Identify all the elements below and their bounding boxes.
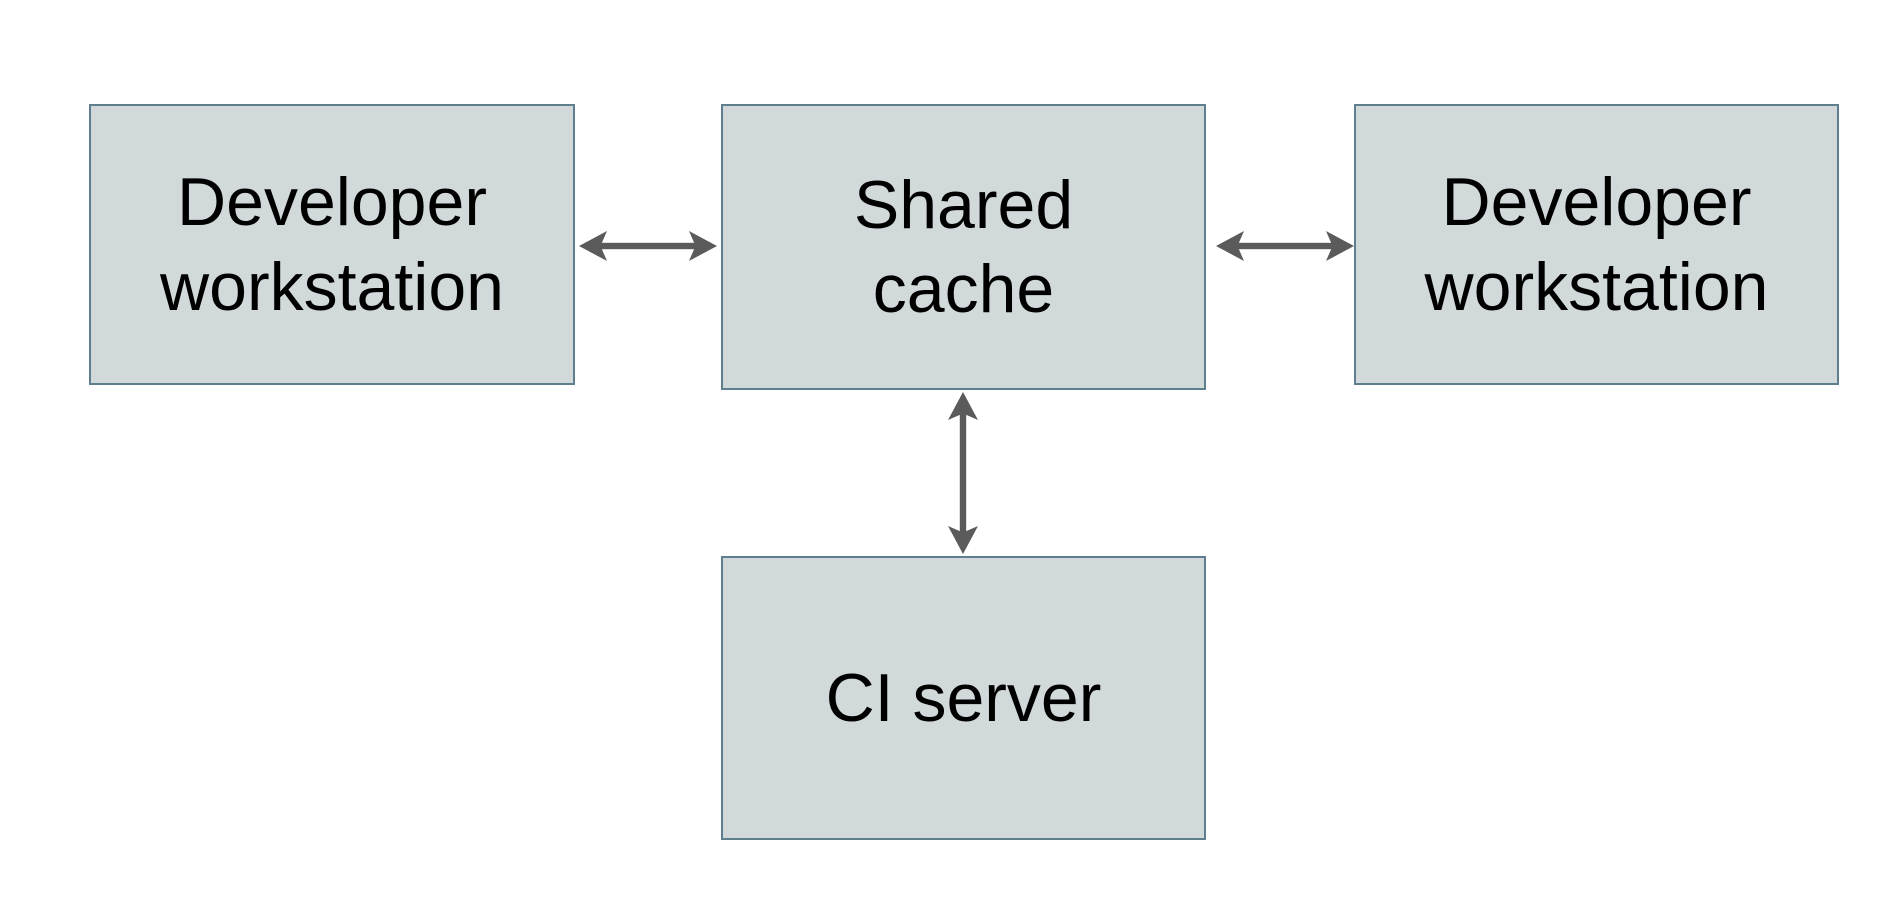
node-ci-server: CI server bbox=[721, 556, 1206, 840]
node-label-developer-workstation-right: Developer workstation bbox=[1424, 164, 1769, 325]
node-shared-cache: Shared cache bbox=[721, 104, 1206, 390]
node-developer-workstation-right: Developer workstation bbox=[1354, 104, 1839, 385]
node-label-shared-cache: Shared cache bbox=[853, 166, 1074, 327]
double-arrow-vertical-icon bbox=[948, 392, 978, 554]
double-arrow-horizontal-left-icon bbox=[579, 231, 717, 261]
node-label-ci-server: CI server bbox=[825, 659, 1102, 736]
node-developer-workstation-left: Developer workstation bbox=[89, 104, 575, 385]
double-arrow-horizontal-right-icon bbox=[1216, 231, 1354, 261]
node-label-developer-workstation-left: Developer workstation bbox=[160, 164, 504, 325]
